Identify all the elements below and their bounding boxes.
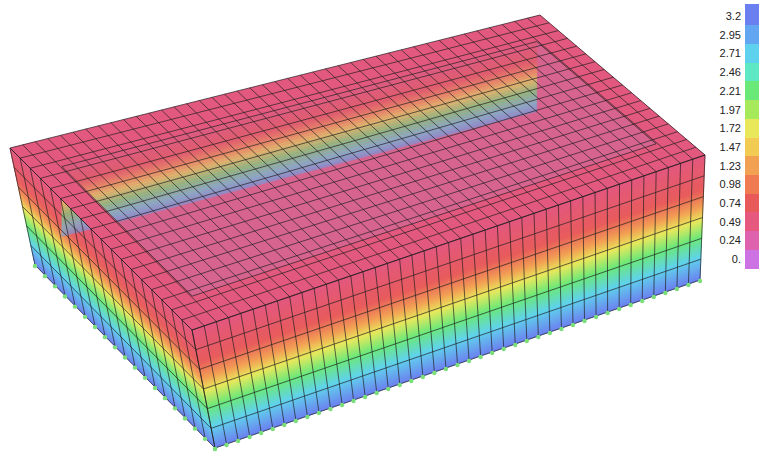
legend-swatch — [745, 156, 759, 175]
inner-wall — [62, 97, 537, 225]
legend-swatch — [745, 4, 759, 26]
inner-wall — [62, 91, 537, 219]
legend-value: 2.95 — [697, 28, 741, 42]
legend-swatch — [745, 44, 759, 63]
mesh-grid — [10, 15, 705, 448]
support-marks — [33, 264, 702, 451]
legend-swatch — [745, 194, 759, 213]
legend-swatch — [745, 175, 759, 194]
legend-value: 2.46 — [697, 65, 741, 79]
legend-swatch — [745, 119, 759, 138]
inner-wall — [62, 77, 537, 205]
legend-swatch — [745, 231, 759, 250]
legend-swatch — [745, 63, 759, 82]
legend-value: 2.71 — [697, 46, 741, 60]
legend-swatch — [745, 100, 759, 119]
legend-value: 2.21 — [697, 84, 741, 98]
top-rim — [167, 135, 705, 330]
inner-wall — [62, 94, 537, 222]
legend-value: 0.74 — [697, 196, 741, 210]
legend-value: 0.98 — [697, 177, 741, 191]
legend-swatch — [745, 81, 759, 100]
inner-wall — [62, 79, 537, 207]
model-faces — [10, 15, 705, 448]
legend-value: 1.97 — [697, 103, 741, 117]
legend-value: 0.24 — [697, 233, 741, 247]
legend-value: 1.23 — [697, 159, 741, 173]
legend-swatch — [745, 250, 759, 269]
legend-value: 0.49 — [697, 215, 741, 229]
legend-value: 0. — [697, 252, 741, 266]
legend-swatch — [745, 25, 759, 44]
top-slab — [10, 15, 705, 330]
legend-swatch — [745, 212, 759, 231]
legend-value: 3.2 — [697, 9, 741, 23]
legend-value: 1.47 — [697, 140, 741, 154]
legend-swatch — [745, 138, 759, 157]
legend-value: 1.72 — [697, 121, 741, 135]
contour-band — [215, 278, 700, 448]
